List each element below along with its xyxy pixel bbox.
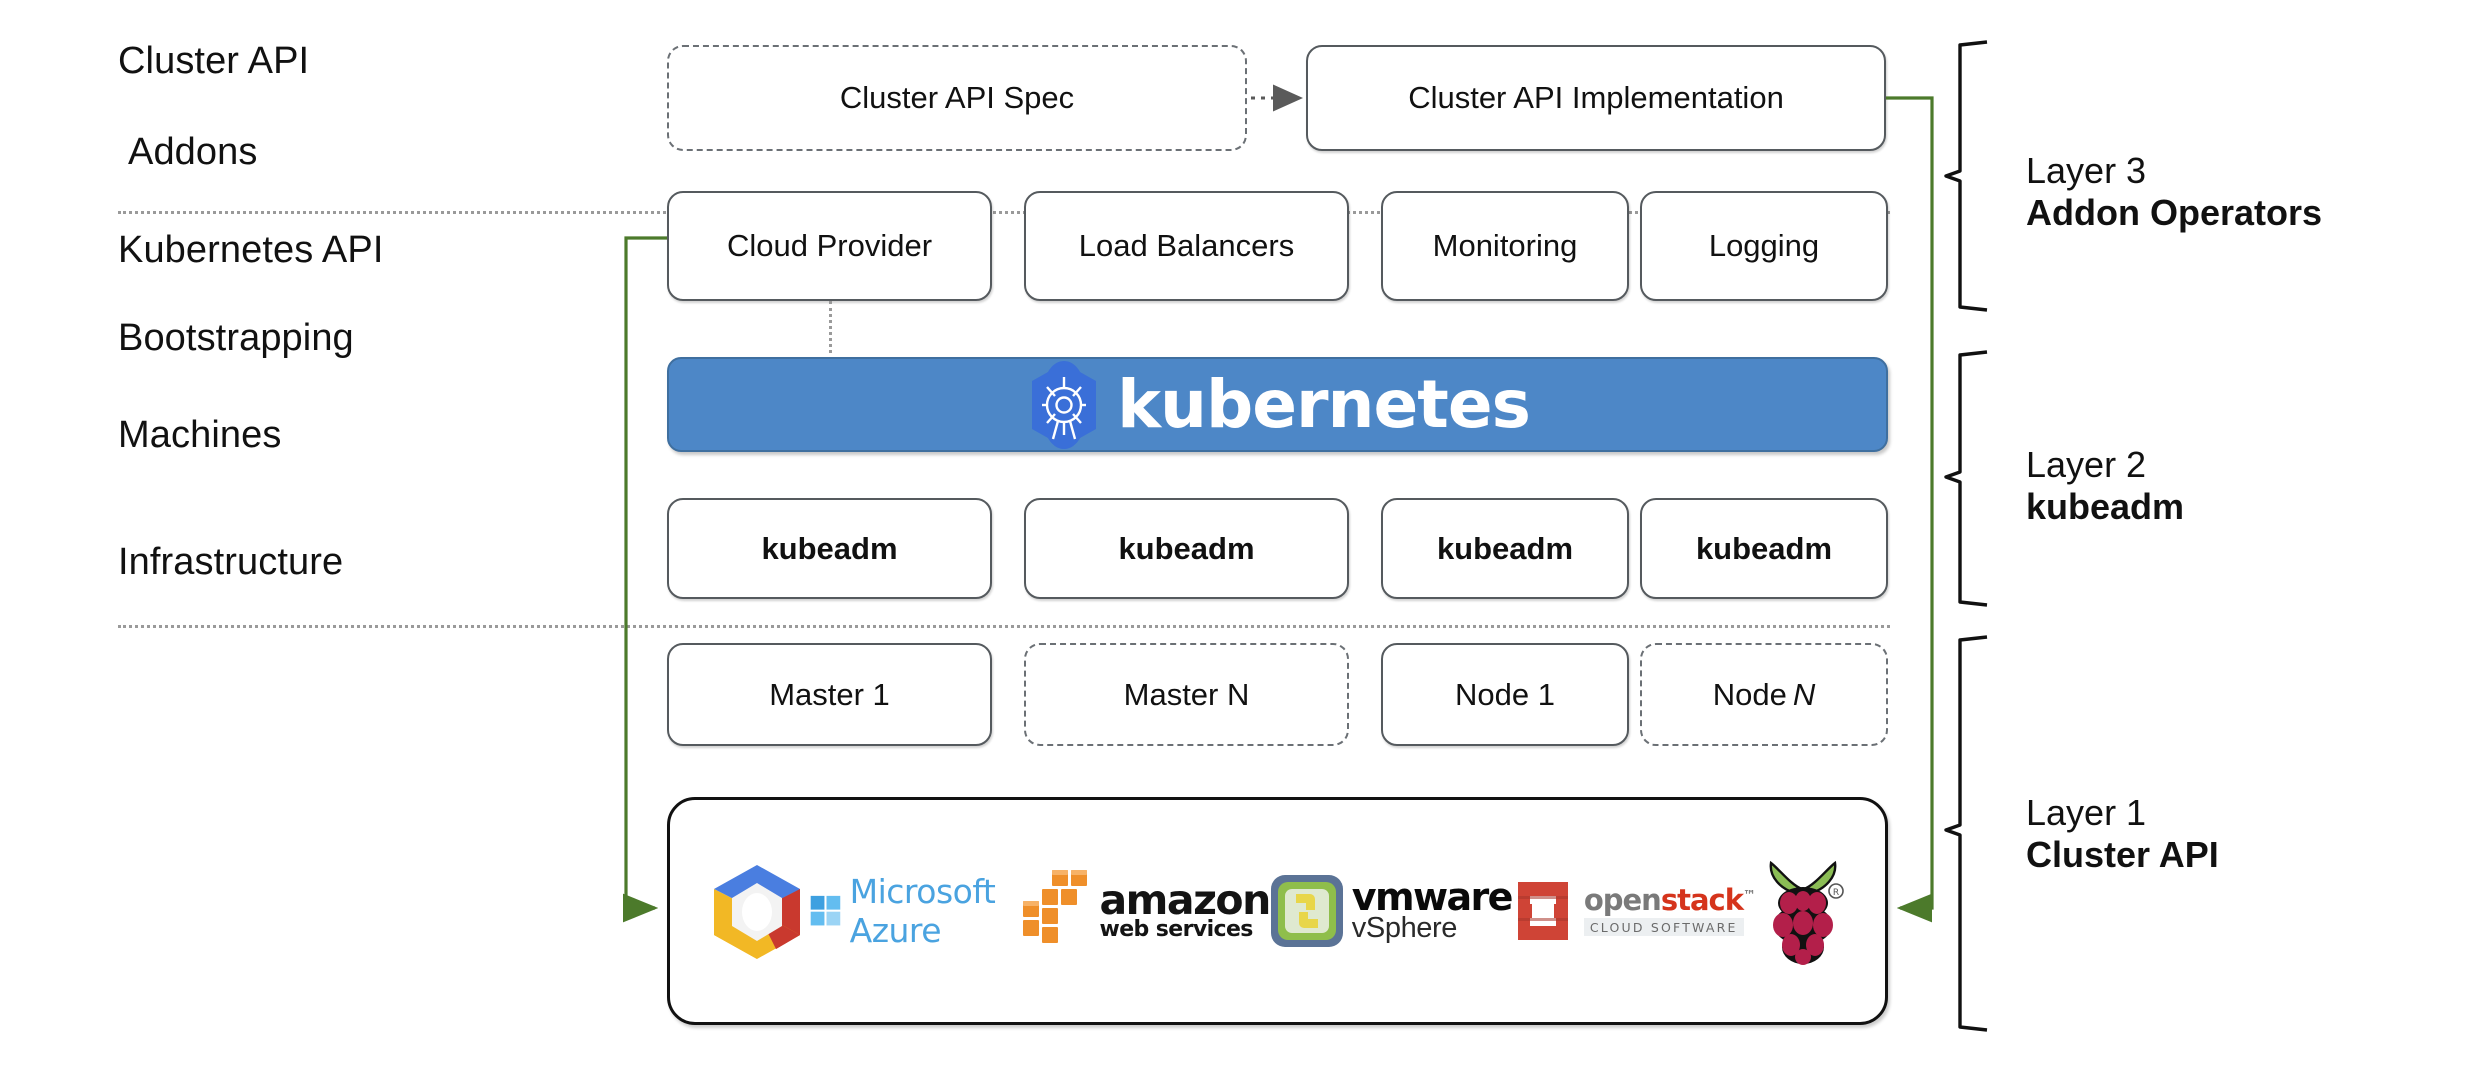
box-node-1[interactable]: Node 1 <box>1381 643 1629 746</box>
row-label-kubernetes-api: Kubernetes API <box>118 229 384 271</box>
layer-3-title: Layer 3 <box>2026 150 2147 191</box>
box-monitoring[interactable]: Monitoring <box>1381 191 1629 301</box>
box-master-1[interactable]: Master 1 <box>667 643 992 746</box>
box-load-balancers[interactable]: Load Balancers <box>1024 191 1349 301</box>
row-label-bootstrapping: Bootstrapping <box>118 317 354 359</box>
row-label-cluster-api: Cluster API <box>118 40 310 82</box>
box-label: Node 1 <box>1455 676 1555 712</box>
box-master-n[interactable]: Master N <box>1024 643 1349 746</box>
box-kubeadm-1[interactable]: kubeadm <box>667 498 992 599</box>
box-infrastructure[interactable]: Microsoft Azure <box>667 797 1888 1025</box>
layer-1-subtitle: Cluster API <box>2026 834 2219 876</box>
box-label: Logging <box>1708 228 1820 263</box>
openstack-wordmark: openstack™ <box>1583 883 1756 917</box>
layer-2-title: Layer 2 <box>2026 444 2147 485</box>
separator-layer2-layer1 <box>118 625 1890 628</box>
layer-2-subtitle: kubeadm <box>2026 486 2185 528</box>
layer-label-layer-3: Layer 3 Addon Operators <box>2026 150 2322 235</box>
google-cloud-platform-logo <box>704 861 810 961</box>
azure-wordmark: Microsoft Azure <box>849 872 996 950</box>
raspberry-pi-logo: R <box>1755 855 1851 967</box>
openstack-wordmark-open: open <box>1583 883 1662 917</box>
connector-cloud-provider-to-kubernetes <box>829 301 832 360</box>
amazon-web-services-logo: amazon web services <box>1020 868 1272 954</box>
box-label: Cluster API Spec <box>839 80 1075 115</box>
row-label-addons: Addons <box>128 131 258 173</box>
box-label: kubeadm <box>1118 530 1255 566</box>
vsphere-wordmark: vSphere <box>1351 912 1458 945</box>
box-cluster-api-spec[interactable]: Cluster API Spec <box>667 45 1247 151</box>
trademark-icon: ™ <box>1743 888 1756 904</box>
vmware-vsphere-logo: vmware vSphere <box>1270 874 1514 948</box>
layer-3-subtitle: Addon Operators <box>2026 192 2323 234</box>
box-node-n[interactable]: Node N <box>1640 643 1888 746</box>
box-logging[interactable]: Logging <box>1640 191 1888 301</box>
box-cluster-api-implementation[interactable]: Cluster API Implementation <box>1306 45 1886 151</box>
box-cloud-provider[interactable]: Cloud Provider <box>667 191 992 301</box>
box-label: Master 1 <box>769 676 890 712</box>
box-kubeadm-4[interactable]: kubeadm <box>1640 498 1888 599</box>
microsoft-azure-logo: Microsoft Azure <box>810 872 1020 950</box>
box-kubeadm-3[interactable]: kubeadm <box>1381 498 1629 599</box>
box-label: kubeadm <box>1436 530 1574 566</box>
svg-text:R: R <box>1833 888 1839 898</box>
amazon-wordmark: amazon <box>1099 876 1272 925</box>
row-label-infrastructure: Infrastructure <box>118 541 344 583</box>
separator-layer3-layer2 <box>118 211 1890 214</box>
layer-label-layer-2: Layer 2 kubeadm <box>2026 444 2184 529</box>
vmware-wordmark: vmware <box>1351 875 1514 920</box>
openstack-logo: openstack™ CLOUD SOFTWARE <box>1512 876 1756 946</box>
box-kubeadm-2[interactable]: kubeadm <box>1024 498 1349 599</box>
layer-label-layer-1: Layer 1 Cluster API <box>2026 792 2219 877</box>
row-label-machines: Machines <box>118 414 282 456</box>
kubernetes-helm-wheel-logo <box>1025 360 1103 449</box>
web-services-wordmark: web services <box>1099 916 1254 942</box>
layer-1-title: Layer 1 <box>2026 792 2147 833</box>
openstack-wordmark-stack: stack <box>1660 883 1744 917</box>
arrow-implementation-to-infrastructure <box>1886 96 1934 923</box>
kubernetes-banner: kubernetes <box>667 357 1888 452</box>
box-label: kubeadm <box>1695 530 1833 566</box>
box-label: kubeadm <box>761 530 898 566</box>
box-label: Monitoring <box>1432 228 1578 263</box>
arrow-cloud-provider-to-infrastructure <box>623 236 667 923</box>
box-label: Node <box>1712 676 1787 712</box>
bracket-layer-3 <box>1944 40 1988 312</box>
box-label: Cloud Provider <box>726 228 933 263</box>
kubernetes-wordmark: kubernetes <box>1117 365 1531 443</box>
bracket-layer-1 <box>1944 635 1988 1032</box>
box-label-suffix: N <box>1792 676 1816 712</box>
box-label: Load Balancers <box>1078 228 1295 263</box>
box-label: Master N <box>1123 676 1250 712</box>
box-label: Cluster API Implementation <box>1408 80 1784 115</box>
bracket-layer-2 <box>1944 350 1988 607</box>
openstack-tagline: CLOUD SOFTWARE <box>1583 918 1744 936</box>
